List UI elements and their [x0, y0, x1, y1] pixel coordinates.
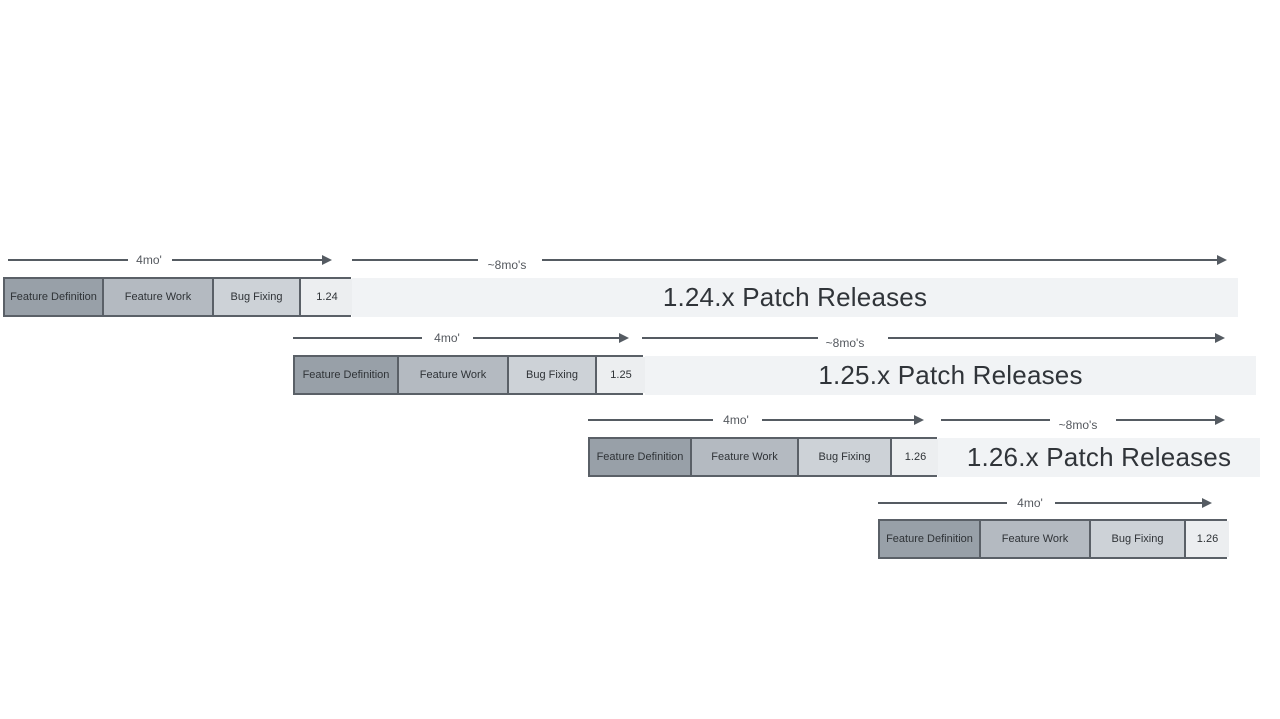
- patch-arrow-line-with-arrowhead: [888, 333, 1225, 343]
- phase-feature-work: Feature Work: [102, 279, 212, 315]
- phase-feature-definition: Feature Definition: [880, 521, 979, 557]
- phase-bug-fixing: Bug Fixing: [212, 279, 299, 315]
- dev-duration-label: 4mo': [434, 331, 460, 345]
- phase-feature-work: Feature Work: [397, 357, 507, 393]
- release-cycle-strip-next: Feature Definition Feature Work Bug Fixi…: [878, 519, 1229, 559]
- version-box: 1.24: [299, 279, 353, 315]
- patch-duration-label: ~8mo's: [825, 336, 865, 350]
- dev-arrow-line: [588, 419, 713, 421]
- patch-releases-bar-1-25: 1.25.x Patch Releases: [645, 356, 1256, 395]
- phase-bug-fixing: Bug Fixing: [797, 439, 890, 475]
- dev-duration-label: 4mo': [1017, 496, 1043, 510]
- dev-arrow-line: [878, 502, 1007, 504]
- patch-arrow-line: [941, 419, 1050, 421]
- phase-feature-definition: Feature Definition: [590, 439, 690, 475]
- dev-duration-label: 4mo': [723, 413, 749, 427]
- dev-arrow-line-with-arrowhead: [1055, 498, 1212, 508]
- phase-feature-definition: Feature Definition: [295, 357, 397, 393]
- phase-feature-definition: Feature Definition: [5, 279, 102, 315]
- dev-duration-label: 4mo': [136, 253, 162, 267]
- phase-feature-work: Feature Work: [979, 521, 1089, 557]
- phase-feature-work: Feature Work: [690, 439, 797, 475]
- dev-arrow-line: [293, 337, 422, 339]
- release-cycle-strip-1-24: Feature Definition Feature Work Bug Fixi…: [3, 277, 353, 317]
- phase-bug-fixing: Bug Fixing: [1089, 521, 1184, 557]
- patch-arrow-line-with-arrowhead: [1116, 415, 1225, 425]
- release-cycle-strip-1-25: Feature Definition Feature Work Bug Fixi…: [293, 355, 645, 395]
- version-box: 1.26: [890, 439, 939, 475]
- phase-bug-fixing: Bug Fixing: [507, 357, 595, 393]
- dev-arrow-line-with-arrowhead: [762, 415, 924, 425]
- patch-arrow-line: [352, 259, 478, 261]
- patch-arrow-line-with-arrowhead: [542, 255, 1227, 265]
- dev-arrow-line-with-arrowhead: [172, 255, 332, 265]
- version-box: 1.26: [1184, 521, 1229, 557]
- release-cycle-strip-1-26: Feature Definition Feature Work Bug Fixi…: [588, 437, 939, 477]
- patch-duration-label: ~8mo's: [487, 258, 527, 272]
- patch-releases-bar-1-26: 1.26.x Patch Releases: [938, 438, 1260, 477]
- patch-releases-bar-1-24: 1.24.x Patch Releases: [352, 278, 1238, 317]
- version-box: 1.25: [595, 357, 645, 393]
- patch-duration-label: ~8mo's: [1058, 418, 1098, 432]
- dev-arrow-line: [8, 259, 128, 261]
- patch-arrow-line: [642, 337, 818, 339]
- dev-arrow-line-with-arrowhead: [473, 333, 629, 343]
